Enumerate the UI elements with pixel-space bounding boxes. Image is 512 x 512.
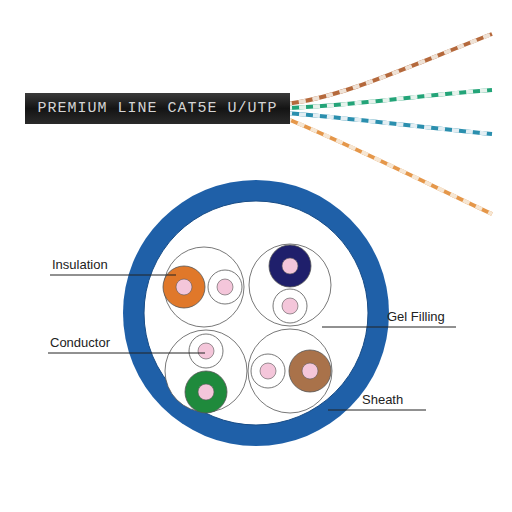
part-label: Insulation [52,257,108,272]
conductor [302,363,318,379]
orange-insulation [163,266,205,308]
leader-line [50,275,176,276]
part-label: Sheath [362,392,403,407]
pair-circle [248,329,332,413]
white-insulation [273,289,307,323]
conductor [176,279,192,295]
white-insulation [189,334,223,368]
white-insulation [208,270,242,304]
conductor [260,363,276,379]
white-insulation [251,354,285,388]
part-label: Gel Filling [387,309,445,324]
cable-jacket [25,93,290,124]
pair-circle [249,244,331,326]
part-label: Conductor [50,335,110,350]
conductor [282,258,298,274]
wire-pairs [285,34,492,214]
green-insulation [185,371,227,413]
brown-insulation [289,350,331,392]
conductor [217,279,233,295]
blue-insulation [269,245,311,287]
leader-line [48,353,205,354]
pair-circle [165,330,247,412]
cross-section [123,180,389,446]
green-white-wire [285,90,492,108]
leader-line [322,327,456,328]
leader-lines [48,275,456,410]
cable-print: PREMIUM LINE CAT5E U/UTP [37,100,277,117]
green-wire [285,90,492,108]
leader-line [328,410,426,411]
sheath-ring [123,180,389,446]
conductor [198,343,214,359]
pair-circle [164,247,244,327]
gel-filling-area [144,201,368,425]
conductor [198,384,214,400]
cable-print-band: PREMIUM LINE CAT5E U/UTP [25,93,290,124]
conductor [282,298,298,314]
